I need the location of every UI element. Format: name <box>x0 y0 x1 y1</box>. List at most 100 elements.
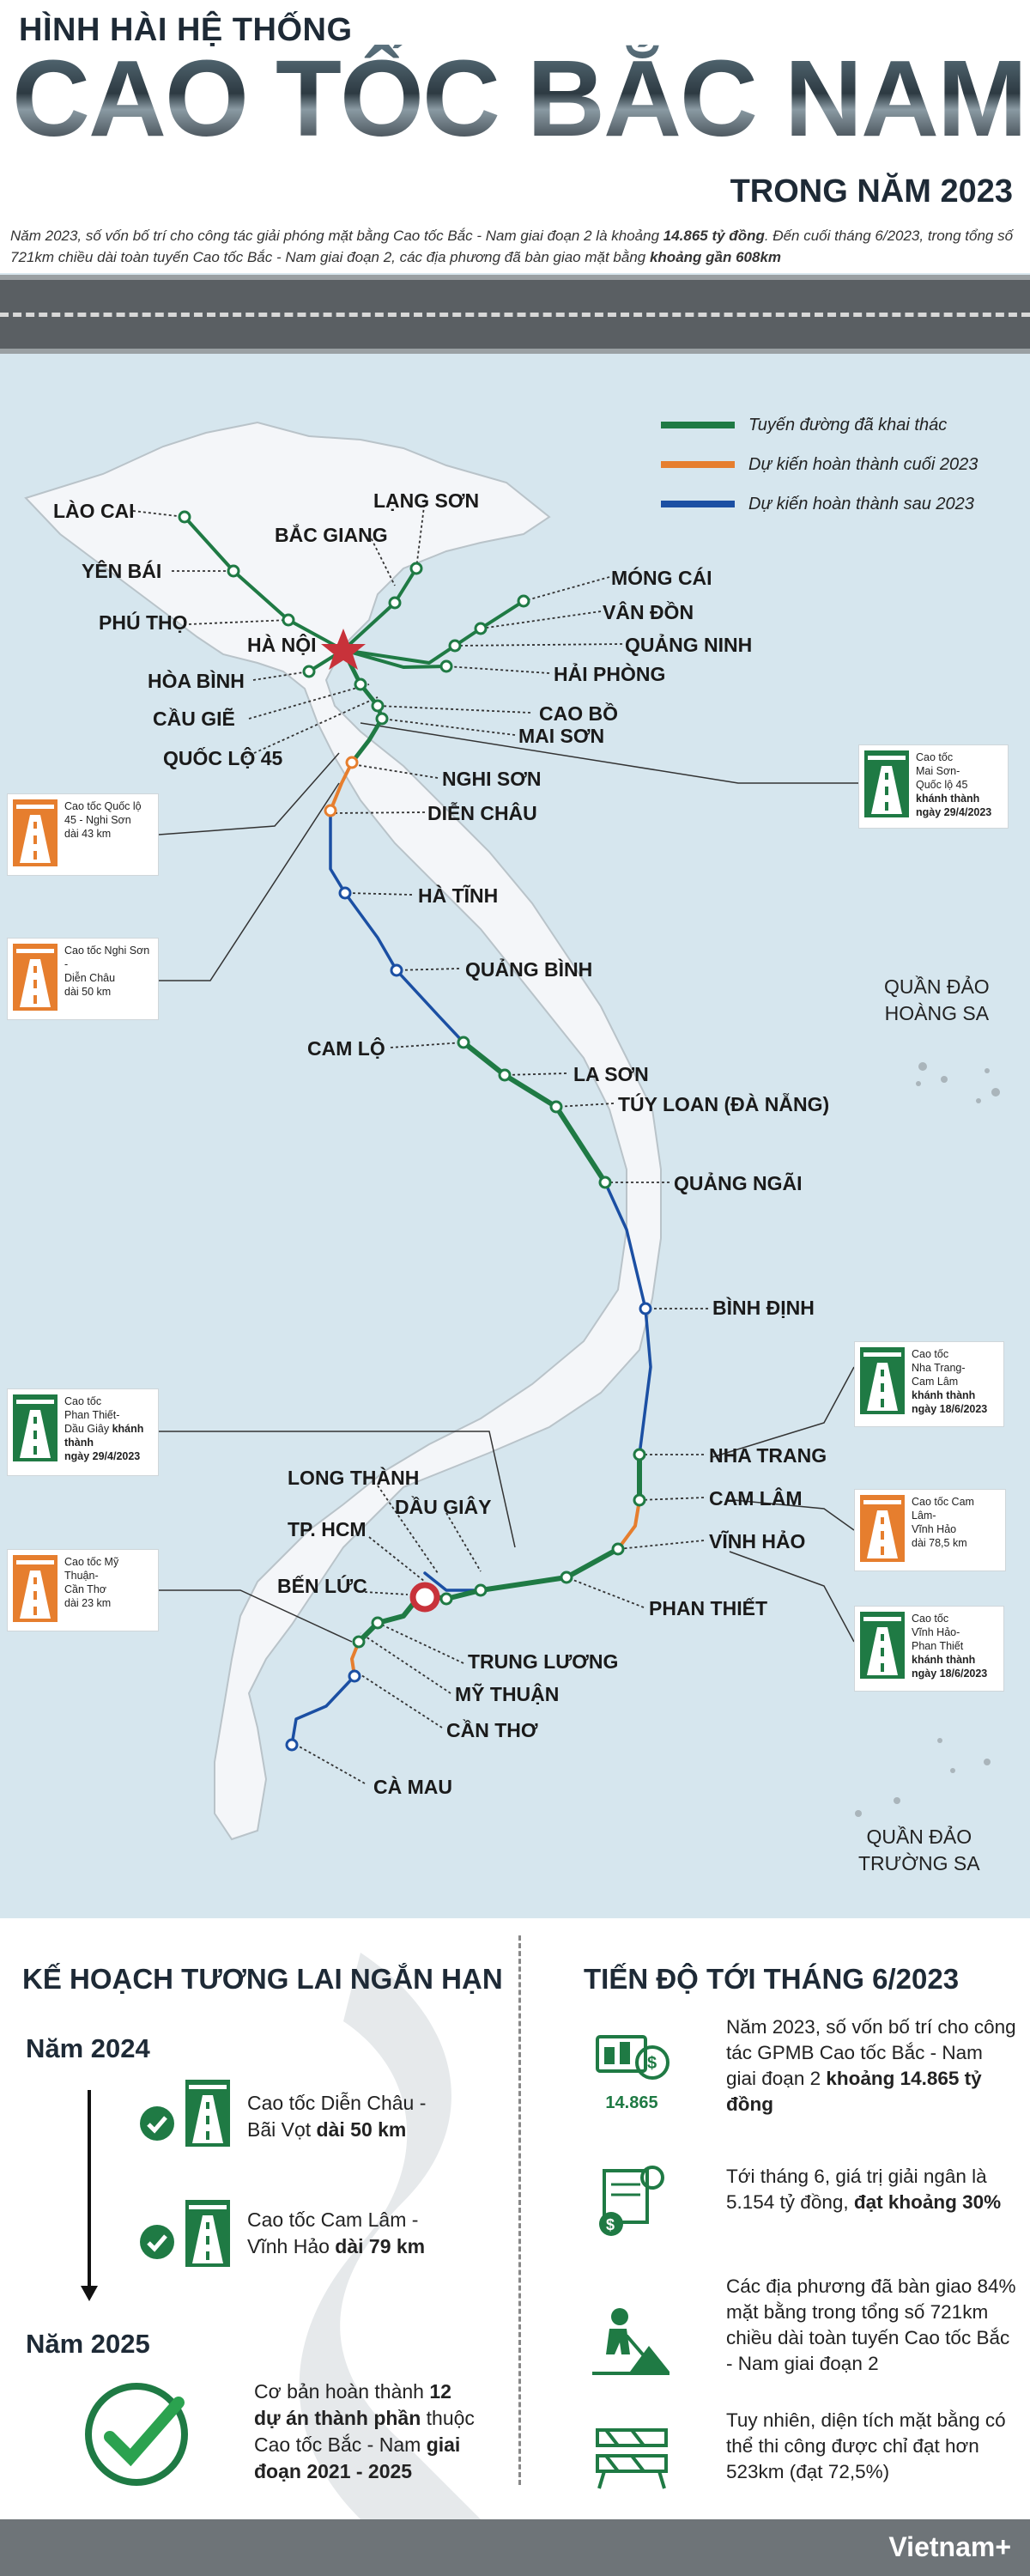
label-lang-son: LẠNG SƠN <box>373 489 480 512</box>
route-hcm-my-thuan <box>356 1592 423 1644</box>
label-can-tho: CẦN THƠ <box>446 1719 538 1741</box>
label-ben-luc: BẾN LỨC <box>277 1575 367 1597</box>
check-icon <box>139 2105 175 2142</box>
node-cao-bo <box>371 699 385 713</box>
progress-item-2: Tới tháng 6, giá trị giải ngân là 5.154 … <box>726 2166 1002 2213</box>
intro-paragraph: Năm 2023, số vốn bố trí cho công tác giả… <box>10 228 1014 265</box>
node-ca-mau <box>285 1738 299 1752</box>
card-mai-son-ql45: Cao tốc Mai Sơn- Quốc lộ 45 khánh thành … <box>858 744 1009 829</box>
plan-final: Cơ bản hoàn thành 12 dự án thành phần th… <box>254 2380 475 2482</box>
node-van-don <box>474 622 488 635</box>
section-divider <box>518 1935 521 2485</box>
map-legend: Tuyến đường đã khai thác Dự kiến hoàn th… <box>661 405 978 524</box>
leader-line <box>639 1497 705 1501</box>
node-phu-tho <box>282 613 295 627</box>
node-quang-ngai <box>598 1176 612 1189</box>
node-ha-tinh <box>338 886 352 900</box>
node-yen-bai <box>227 564 240 578</box>
leader-line <box>555 1103 615 1108</box>
label-la-son: LA SƠN <box>573 1063 649 1085</box>
route-can-tho-ca-mau <box>290 1674 356 1747</box>
label-tp-hcm: TP. HCM <box>288 1518 367 1540</box>
route-cam-lo-quang-ngai <box>461 1040 608 1185</box>
plan-item-2: Cao tốc Cam Lâm - Vĩnh Hảo dài 79 km <box>247 2208 426 2257</box>
leader-line <box>355 1671 443 1728</box>
node-quang-binh <box>390 963 403 977</box>
leader-line <box>454 643 623 647</box>
node-vinh-hao <box>611 1542 625 1556</box>
highway-sign-icon <box>860 1495 905 1562</box>
route-nodes <box>178 510 652 1752</box>
leader-line <box>347 892 413 896</box>
label-cao-bo: CAO BỒ <box>539 702 618 725</box>
route-ha-tinh-quang-binh <box>329 809 465 1044</box>
island-dot <box>950 1768 955 1773</box>
timeline-arrow-icon <box>81 2286 98 2301</box>
card-connectors <box>158 722 858 1643</box>
label-dien-chau: DIỄN CHÂU <box>427 802 537 824</box>
pre-title: HÌNH HÀI HỆ THỐNG <box>19 12 353 48</box>
label-nha-trang: NHA TRANG <box>709 1444 827 1467</box>
disbursement-icon: $ <box>592 2162 671 2241</box>
legend-item: Dự kiến hoàn thành sau 2023 <box>661 484 978 524</box>
leader-line <box>390 1042 464 1048</box>
plan-title: KẾ HOẠCH TƯƠNG LAI NGẮN HẠN <box>22 1963 503 1995</box>
progress-item-4: Tuy nhiên, diện tích mặt bằng có thể thi… <box>726 2409 1006 2482</box>
node-my-thuan <box>352 1635 366 1649</box>
legend-item: Tuyến đường đã khai thác <box>661 405 978 445</box>
label-quang-ninh: QUẢNG NINH <box>625 634 753 656</box>
highway-sign-icon <box>13 799 58 866</box>
leader-line <box>248 683 370 720</box>
island-dot <box>976 1098 981 1103</box>
leader-line <box>394 968 460 971</box>
legend-swatch-orange <box>661 461 735 468</box>
leader-line <box>377 1622 464 1664</box>
node-cam-lo <box>457 1036 470 1049</box>
island-dot <box>918 1062 927 1071</box>
highway-sign-icon <box>185 2200 230 2267</box>
label-my-thuan: MỸ THUẬN <box>455 1683 560 1705</box>
card-ql45-nghi-son: Cao tốc Quốc lộ 45 - Nghi Sơn dài 43 km <box>7 793 159 876</box>
node-long-thanh <box>439 1592 453 1606</box>
card-connector <box>360 722 858 784</box>
plan-item-1: Cao tốc Diễn Châu - Bãi Vọt dài 50 km <box>247 2092 427 2141</box>
leader-line <box>252 671 310 681</box>
label-mai-son: MAI SƠN <box>518 725 605 747</box>
brand-logo: Vietnam+ <box>888 2531 1011 2562</box>
node-tuy-loan <box>549 1100 563 1114</box>
node-can-tho <box>348 1669 361 1683</box>
node-lao-cai <box>178 510 191 524</box>
leader-line <box>566 1577 645 1608</box>
plan-road-graphic <box>81 1953 481 2519</box>
legend-item: Dự kiến hoàn thành cuối 2023 <box>661 445 978 484</box>
card-my-thuan-can-tho: Cao tốc Mỹ Thuận- Cần Thơ dài 23 km <box>7 1549 159 1631</box>
leader-line <box>244 696 379 758</box>
hcm-ring-icon <box>409 1582 440 1613</box>
label-ha-tinh: HÀ TĨNH <box>418 884 499 907</box>
label-vinh-hao: VĨNH HẢO <box>709 1530 806 1552</box>
leader-line <box>364 1591 409 1595</box>
leader-line <box>504 1072 567 1076</box>
leader-line <box>617 1540 705 1550</box>
map-panel: Tuyến đường đã khai thác Dự kiến hoàn th… <box>0 354 1030 1918</box>
label-bac-giang: BẮC GIANG <box>275 524 388 546</box>
route-lao-cai-ha-noi <box>183 515 345 652</box>
node-trung-luong <box>371 1616 385 1630</box>
progress-item-1: Năm 2023, số vốn bố trí cho công tác GPM… <box>726 2016 1016 2115</box>
leader-lines <box>132 499 708 1784</box>
highway-sign-icon <box>860 1612 905 1679</box>
route-hai-phong <box>342 648 448 669</box>
island-dot <box>985 1068 990 1073</box>
label-long-thanh: LONG THÀNH <box>288 1467 420 1489</box>
island-dot <box>916 1081 921 1086</box>
node-dien-chau <box>324 804 337 817</box>
island-dots <box>855 1062 1000 1817</box>
label-mong-cai: MÓNG CÁI <box>611 567 712 589</box>
label-trung-luong: TRUNG LƯƠNG <box>468 1650 619 1673</box>
island-dot <box>894 1797 900 1804</box>
label-yen-bai: YÊN BÁI <box>82 560 162 582</box>
card-connector <box>158 752 340 835</box>
leader-line <box>351 763 439 779</box>
intro-budget: 14.865 tỷ đồng <box>663 228 765 244</box>
